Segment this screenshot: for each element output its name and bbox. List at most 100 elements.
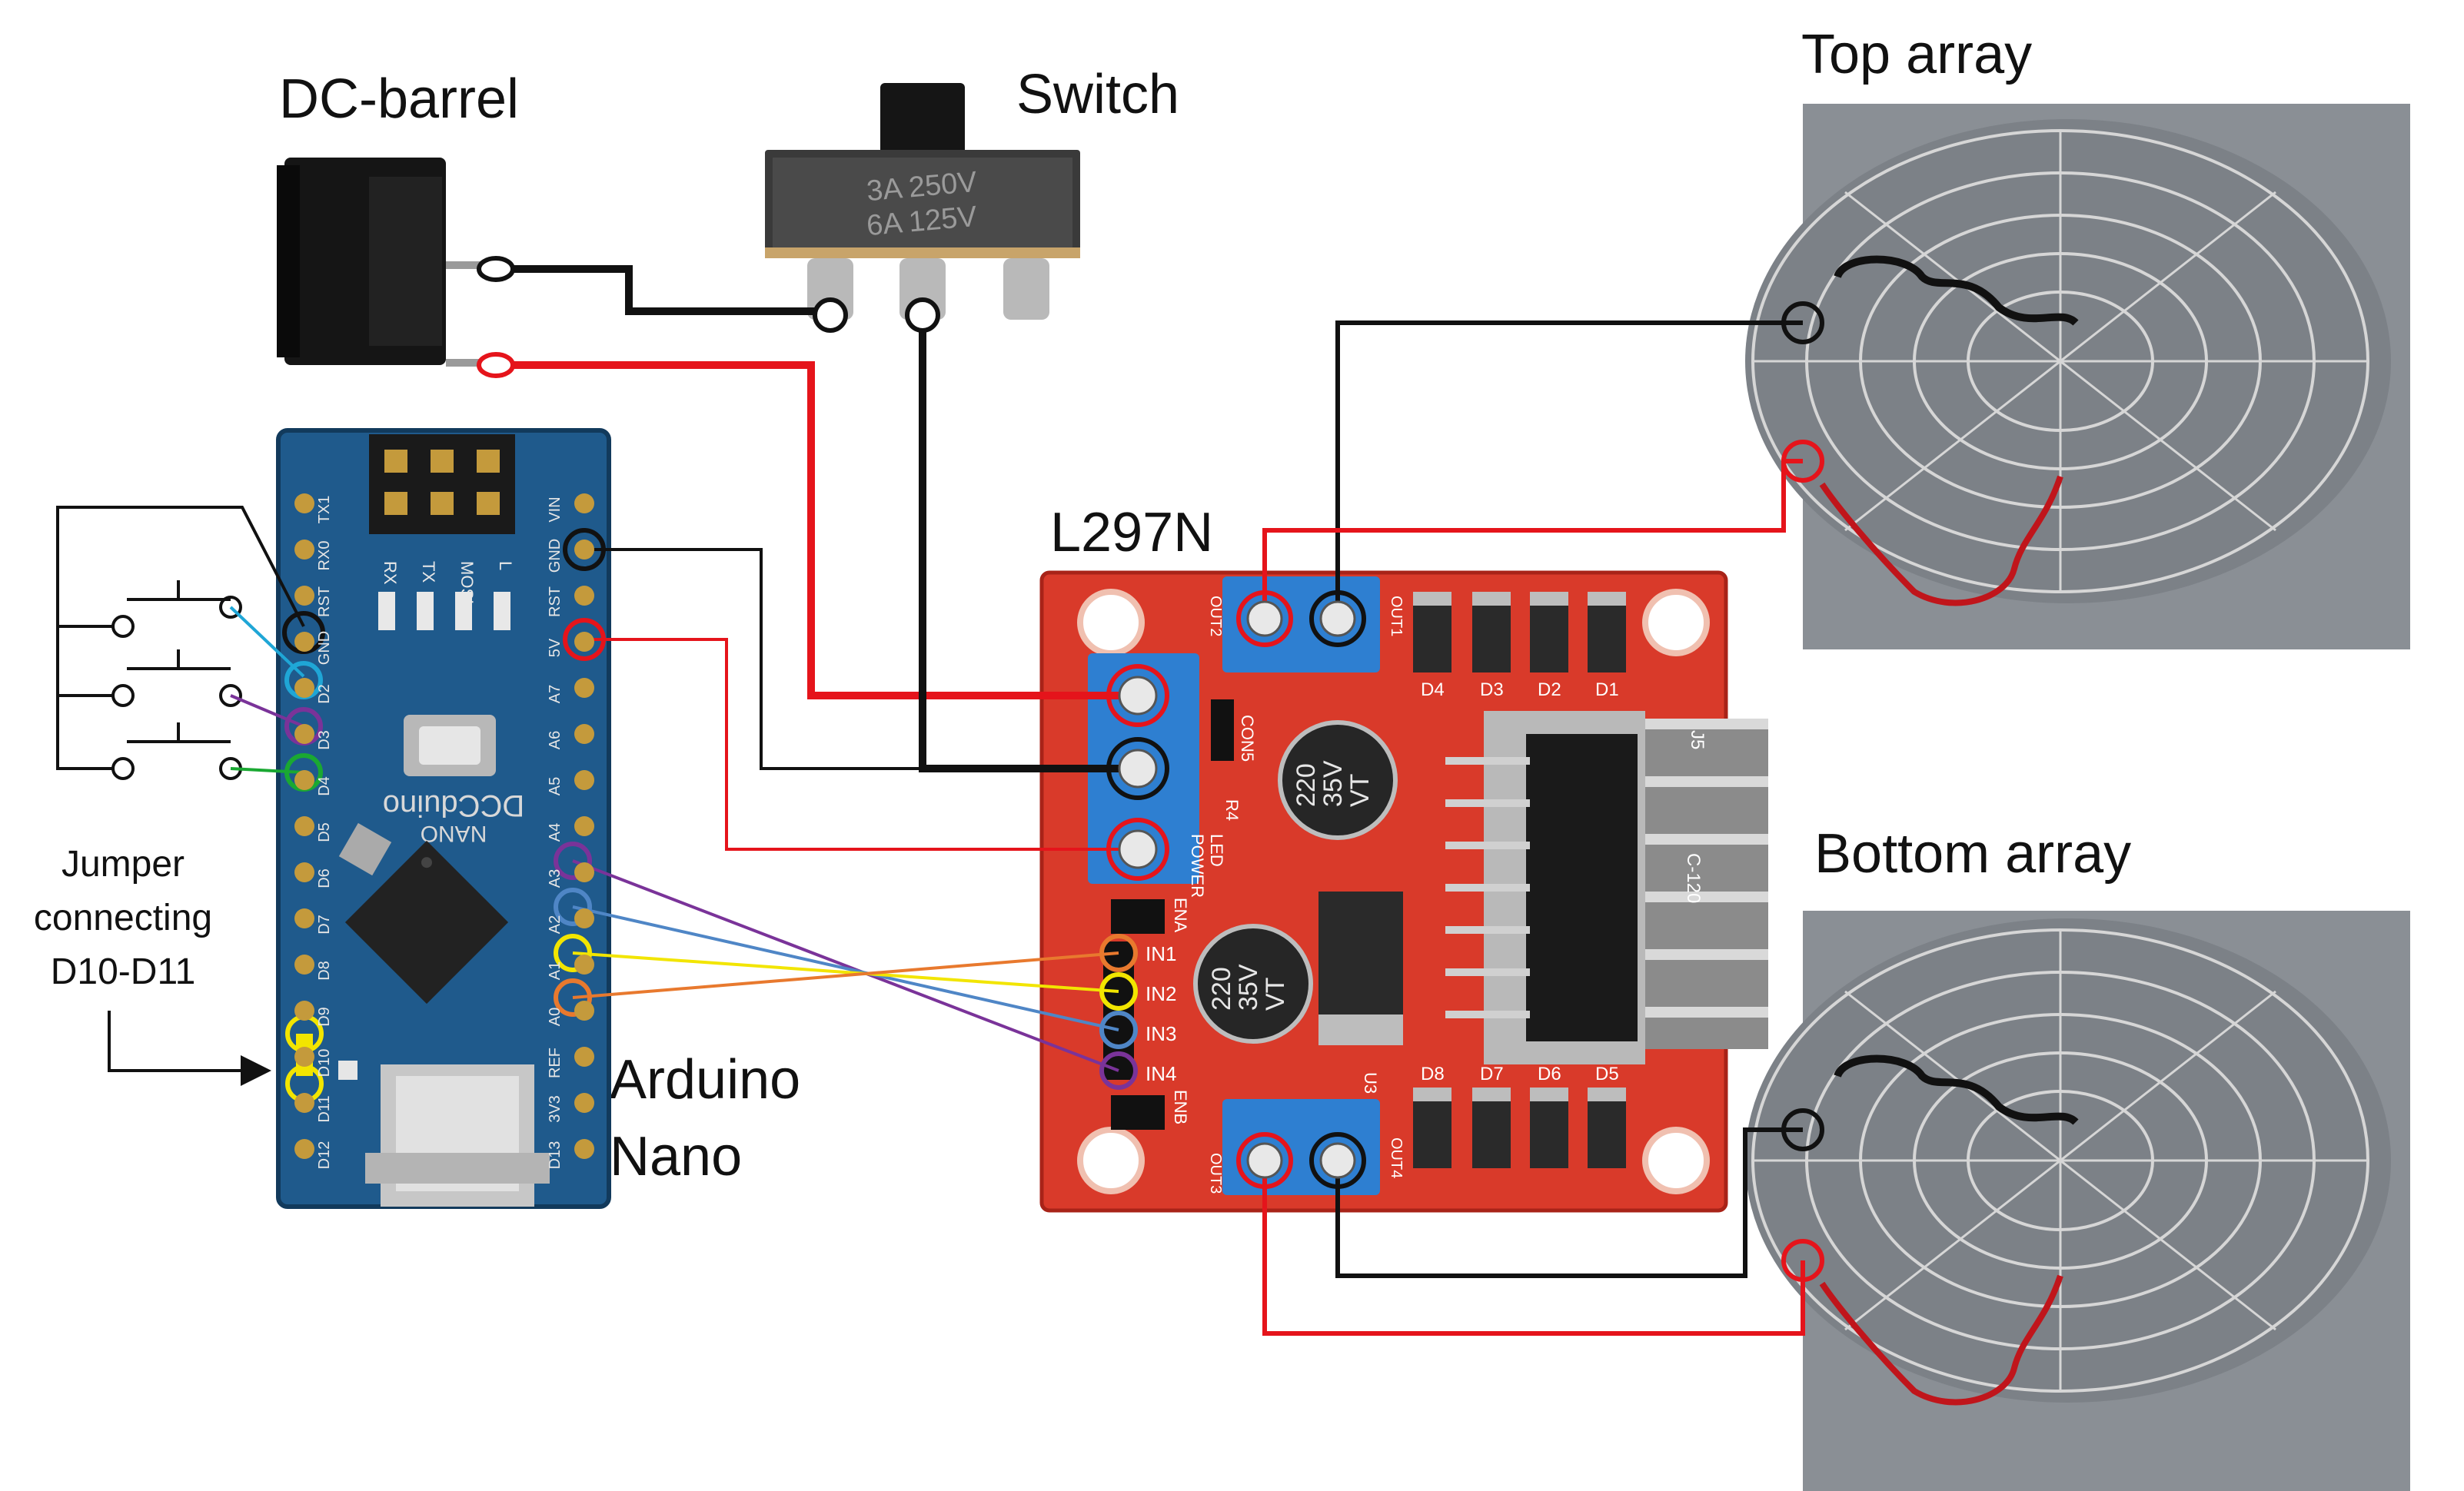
nano-pin-label-d9: D9 [316, 1007, 333, 1027]
driver-in4-label: IN4 [1146, 1062, 1176, 1085]
nano-pin-gnd [294, 632, 314, 652]
wire-out2-top-red [1262, 459, 1803, 611]
cap2-value: 220 [1207, 967, 1236, 1011]
nano-pin-label-a6: A6 [547, 731, 564, 749]
driver-d5-label: D5 [1595, 1064, 1619, 1084]
nano-pin-label-d7: D7 [316, 915, 333, 935]
nano-pin-label-d4: D4 [316, 776, 333, 796]
slide-switch: 3A 250V 6A 125V [765, 83, 1080, 320]
jumper-label-line1: Jumper [61, 844, 185, 885]
driver-out2-label: OUT2 [1207, 596, 1224, 636]
wire-barrel-driver-red [496, 361, 1138, 699]
driver-d3-label: D3 [1480, 679, 1504, 700]
nano-pin-d5 [294, 816, 314, 836]
driver-d6-label: D6 [1538, 1064, 1561, 1084]
nano-pin-label-3v3: 3V3 [547, 1095, 564, 1123]
nano-pin-label-gnd: GND [547, 539, 564, 573]
nano-pin-d9 [294, 1001, 314, 1021]
nano-pin-ref [574, 1047, 594, 1067]
arduino-nano-board: RX TX MOSI L DCCduino NANO [276, 428, 611, 1209]
nano-pin-label-d11: D11 [316, 1095, 333, 1122]
wire-nano-gnd-black [584, 548, 1138, 770]
jumper-label: Jumper connecting D10-D11 [15, 838, 231, 999]
driver-out3-label: OUT3 [1207, 1153, 1224, 1194]
driver-power-label: POWER [1188, 834, 1207, 898]
driver-in2-label: IN2 [1146, 982, 1176, 1005]
nano-pin-label-a4: A4 [547, 823, 564, 842]
nano-pin-d10 [294, 1047, 314, 1067]
nano-pin-label-a2: A2 [547, 915, 564, 934]
nano-pin-label-a1: A1 [547, 961, 564, 980]
driver-d1-label: D1 [1595, 679, 1619, 700]
connection-markers [282, 256, 1824, 1282]
nano-pin-5v [574, 632, 594, 652]
jumper-label-line3: D10-D11 [50, 951, 196, 992]
nano-pin-label-a0: A0 [547, 1008, 564, 1026]
bottom-array [1745, 911, 2410, 1491]
wire-barrel-switch-black [496, 265, 830, 315]
top-array-label: Top array [1801, 24, 2033, 85]
wire-nano-5v-red [584, 638, 1138, 851]
dc-barrel-jack [277, 158, 484, 367]
driver-out1-label: OUT1 [1388, 596, 1405, 636]
nano-pin-label-d13: D13 [547, 1141, 564, 1170]
wire-a2-in3-blue [572, 905, 1119, 1031]
driver-led-label: LED [1207, 834, 1226, 867]
nano-brand-text: DCCduino [383, 789, 525, 822]
nano-pin-d12 [294, 1139, 314, 1159]
driver-enb-label: ENB [1171, 1090, 1190, 1124]
wire-out3-bottom-red [1262, 1161, 1805, 1336]
screw-heads [1118, 600, 1356, 1179]
nano-pin-label-tx1: TX1 [316, 496, 333, 524]
nano-model-text: NANO [421, 821, 487, 846]
nano-pin-label-d6: D6 [316, 868, 333, 888]
nano-pin-d13 [574, 1139, 594, 1159]
wire-d4-green [230, 767, 304, 774]
nano-pin-a2 [574, 908, 594, 928]
nano-led-l: L [496, 561, 515, 570]
nano-pin-label-d5: D5 [316, 822, 333, 842]
driver-j5-label: J5 [1687, 730, 1708, 749]
nano-pin-tx1 [294, 493, 314, 513]
nano-pin-vin [574, 493, 594, 513]
wire-out4-bottom-black [1335, 1127, 1803, 1278]
nano-pin-gnd [574, 540, 594, 560]
nano-pin-rst [574, 586, 594, 606]
driver-in1-label: IN1 [1146, 942, 1176, 965]
cap1-voltage: 35V [1318, 760, 1348, 807]
nano-pin-label-a3: A3 [547, 869, 564, 888]
jumper-label-line2: connecting [33, 898, 213, 938]
top-array [1745, 104, 2410, 649]
nano-pin-d8 [294, 955, 314, 975]
nano-pin-label-rst: RST [316, 586, 333, 617]
nano-pin-label-d10: D10 [316, 1049, 333, 1078]
nano-pin-label-a7: A7 [547, 685, 564, 703]
nano-pin-label-d12: D12 [316, 1141, 333, 1170]
driver-d7-label: D7 [1480, 1064, 1504, 1084]
driver-d8-label: D8 [1421, 1064, 1445, 1084]
nano-led-rx: RX [381, 561, 400, 585]
nano-pin-a5 [574, 770, 594, 790]
nano-pin-a1 [574, 955, 594, 975]
driver-d4-label: D4 [1421, 679, 1445, 700]
switch-label: Switch [1016, 64, 1180, 125]
nano-pin-3v3 [574, 1093, 594, 1113]
nano-pin-label-vin: VIN [547, 496, 564, 522]
driver-ena-label: ENA [1171, 898, 1190, 933]
driver-u3-label: U3 [1361, 1072, 1380, 1094]
nano-pin-label-d2: D2 [316, 684, 333, 704]
driver-out4-label: OUT4 [1388, 1137, 1405, 1178]
l298n-driver-board: J5 C-120 OUT2 OUT1 OUT3 OUT4 D4 D3 D2 D1… [1039, 570, 1768, 1213]
nano-pin-label-rx0: RX0 [316, 541, 333, 571]
nano-pin-a6 [574, 724, 594, 744]
nano-pin-a3 [574, 862, 594, 882]
dc-barrel-label: DC-barrel [279, 68, 520, 130]
driver-d2-label: D2 [1538, 679, 1561, 700]
nano-pin-rst [294, 586, 314, 606]
bottom-array-label: Bottom array [1814, 823, 2132, 885]
nano-pin-rx0 [294, 540, 314, 560]
cap2-vt: VT [1261, 978, 1290, 1011]
arduino-label-line1: Arduino [610, 1049, 801, 1111]
nano-pin-label-gnd: GND [316, 631, 333, 665]
